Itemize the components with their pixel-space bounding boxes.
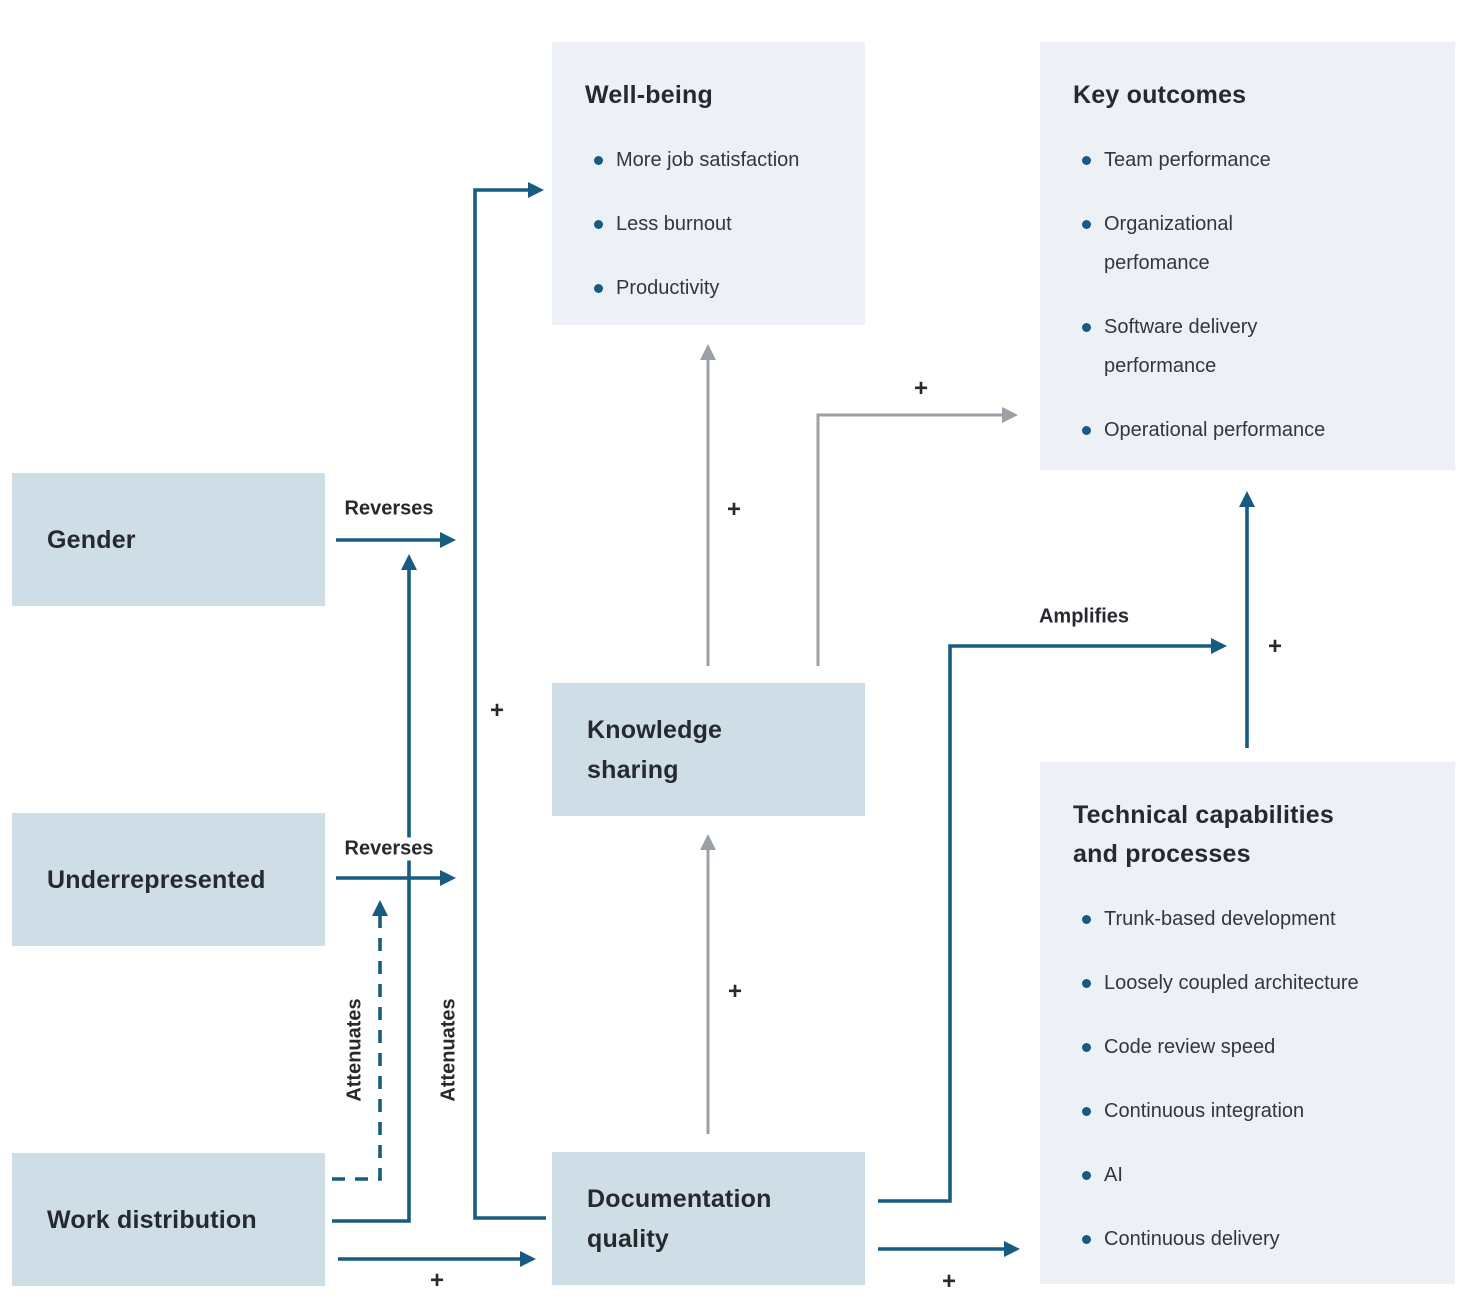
- sign-documentation-to-tech: +: [941, 1268, 957, 1295]
- node-knowledge-sharing-label: Knowledge sharing: [587, 715, 723, 784]
- bullet-item: Code review speed: [1073, 1028, 1437, 1067]
- bullet-dot-icon: [594, 220, 603, 229]
- bullet-item: Loosely coupled architecture: [1073, 964, 1437, 1003]
- panel-well-being-title: Well-being: [585, 81, 713, 109]
- bullet-item: Continuous delivery: [1073, 1220, 1437, 1259]
- bullet-dot-icon: [1082, 1235, 1091, 1244]
- bullet-text: AI: [1104, 1164, 1123, 1186]
- label-reverses-underrepresented: Reverses: [341, 837, 437, 861]
- node-knowledge-sharing: Knowledge sharing: [552, 683, 865, 816]
- bullet-text: Operational performance: [1104, 419, 1326, 441]
- bullet-text: Organizational perfomance: [1104, 213, 1233, 274]
- bullet-text: Productivity: [616, 277, 720, 299]
- panel-technical-capabilities: Technical capabilities and processes Tru…: [1040, 762, 1455, 1284]
- arrow-work-attenuates-gender: [332, 554, 417, 1223]
- label-attenuates-solid: Attenuates: [437, 998, 460, 1102]
- node-underrepresented-label: Underrepresented: [47, 865, 266, 894]
- bullet-item: Team performance: [1073, 141, 1437, 180]
- node-underrepresented: Underrepresented: [12, 813, 325, 946]
- bullet-dot-icon: [1082, 426, 1091, 435]
- node-gender-label: Gender: [47, 525, 136, 554]
- panel-key-outcomes-title: Key outcomes: [1073, 81, 1247, 109]
- bullet-text: Continuous delivery: [1104, 1228, 1280, 1250]
- bullet-text: Software delivery performance: [1104, 316, 1258, 377]
- bullet-dot-icon: [1082, 1107, 1091, 1116]
- bullet-text: Code review speed: [1104, 1036, 1276, 1058]
- bullet-item: More job satisfaction: [585, 141, 847, 180]
- bullet-item: Organizational perfomance: [1073, 205, 1437, 283]
- label-amplifies: Amplifies: [1035, 605, 1133, 629]
- node-work-distribution: Work distribution: [12, 1153, 325, 1286]
- sign-documentation-to-wellbeing: +: [489, 697, 505, 724]
- node-work-distribution-label: Work distribution: [47, 1205, 257, 1234]
- bullet-text: More job satisfaction: [616, 149, 800, 171]
- bullet-dot-icon: [594, 156, 603, 165]
- arrow-knowledge-sharing-to-key-outcomes: [816, 407, 1018, 666]
- bullet-text: Loosely coupled architecture: [1104, 972, 1359, 994]
- label-reverses-gender: Reverses: [341, 497, 437, 521]
- bullet-dot-icon: [594, 284, 603, 293]
- bullet-text: Trunk-based development: [1104, 908, 1336, 930]
- bullet-dot-icon: [1082, 915, 1091, 924]
- bullet-text: Team performance: [1104, 149, 1271, 171]
- bullet-dot-icon: [1082, 220, 1091, 229]
- bullet-item: Software delivery performance: [1073, 308, 1437, 386]
- bullet-dot-icon: [1082, 1171, 1091, 1180]
- sign-tech-to-key-outcomes: +: [1267, 633, 1283, 660]
- bullet-item: AI: [1073, 1156, 1437, 1195]
- sign-work-to-documentation: +: [429, 1267, 445, 1294]
- sign-knowledge-sharing-to-key-outcomes: +: [913, 375, 929, 402]
- bullet-item: Less burnout: [585, 205, 847, 244]
- node-documentation-quality: Documentation quality: [552, 1152, 865, 1285]
- bullet-dot-icon: [1082, 323, 1091, 332]
- bullet-dot-icon: [1082, 156, 1091, 165]
- bullet-text: Less burnout: [616, 213, 732, 235]
- bullet-text: Continuous integration: [1104, 1100, 1305, 1122]
- bullet-item: Continuous integration: [1073, 1092, 1437, 1131]
- bullet-dot-icon: [1082, 979, 1091, 988]
- sign-knowledge-sharing-to-wellbeing: +: [726, 496, 742, 523]
- bullet-item: Productivity: [585, 269, 847, 308]
- bullet-dot-icon: [1082, 1043, 1091, 1052]
- sign-documentation-to-knowledge-sharing: +: [727, 978, 743, 1005]
- node-gender: Gender: [12, 473, 325, 606]
- arrow-documentation-to-wellbeing: [473, 182, 546, 1220]
- panel-technical-capabilities-title: Technical capabilities and processes: [1073, 801, 1334, 868]
- node-documentation-quality-label: Documentation quality: [587, 1184, 772, 1253]
- label-attenuates-dashed: Attenuates: [343, 998, 366, 1102]
- bullet-item: Operational performance: [1073, 411, 1437, 450]
- bullet-item: Trunk-based development: [1073, 900, 1437, 939]
